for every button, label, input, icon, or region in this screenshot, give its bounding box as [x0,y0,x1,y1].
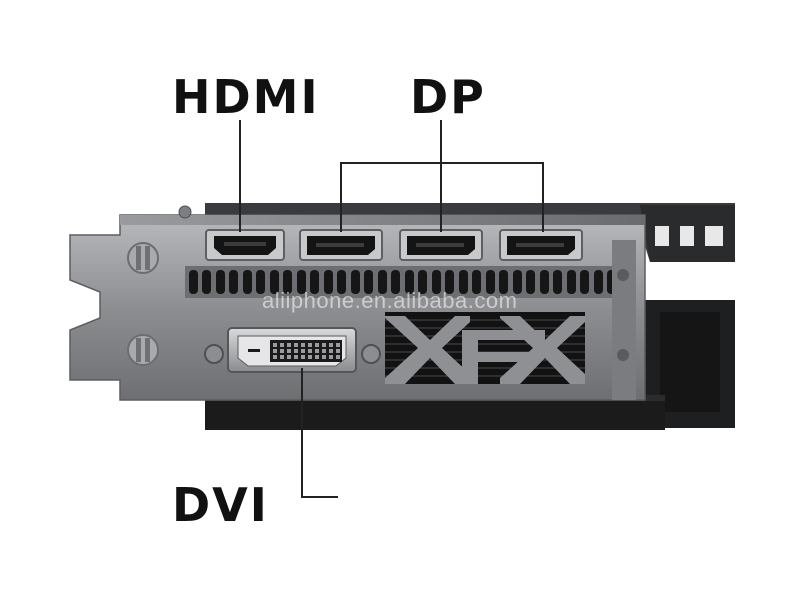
hdmi-port [205,229,285,261]
dvi-label: DVI [172,478,269,532]
displayport-port-3 [499,229,583,261]
dp-label: DP [410,70,486,124]
watermark-text: aliiphone.en.alibaba.com [262,288,518,313]
vent-slots [185,240,636,400]
dvi-port [227,327,357,373]
dvi-leader-line [301,368,338,498]
hdmi-label: HDMI [172,70,320,124]
displayport-port-2 [399,229,483,261]
displayport-port-1 [299,229,383,261]
xfx-logo-cutout [385,312,585,384]
leader-lines [239,120,544,498]
